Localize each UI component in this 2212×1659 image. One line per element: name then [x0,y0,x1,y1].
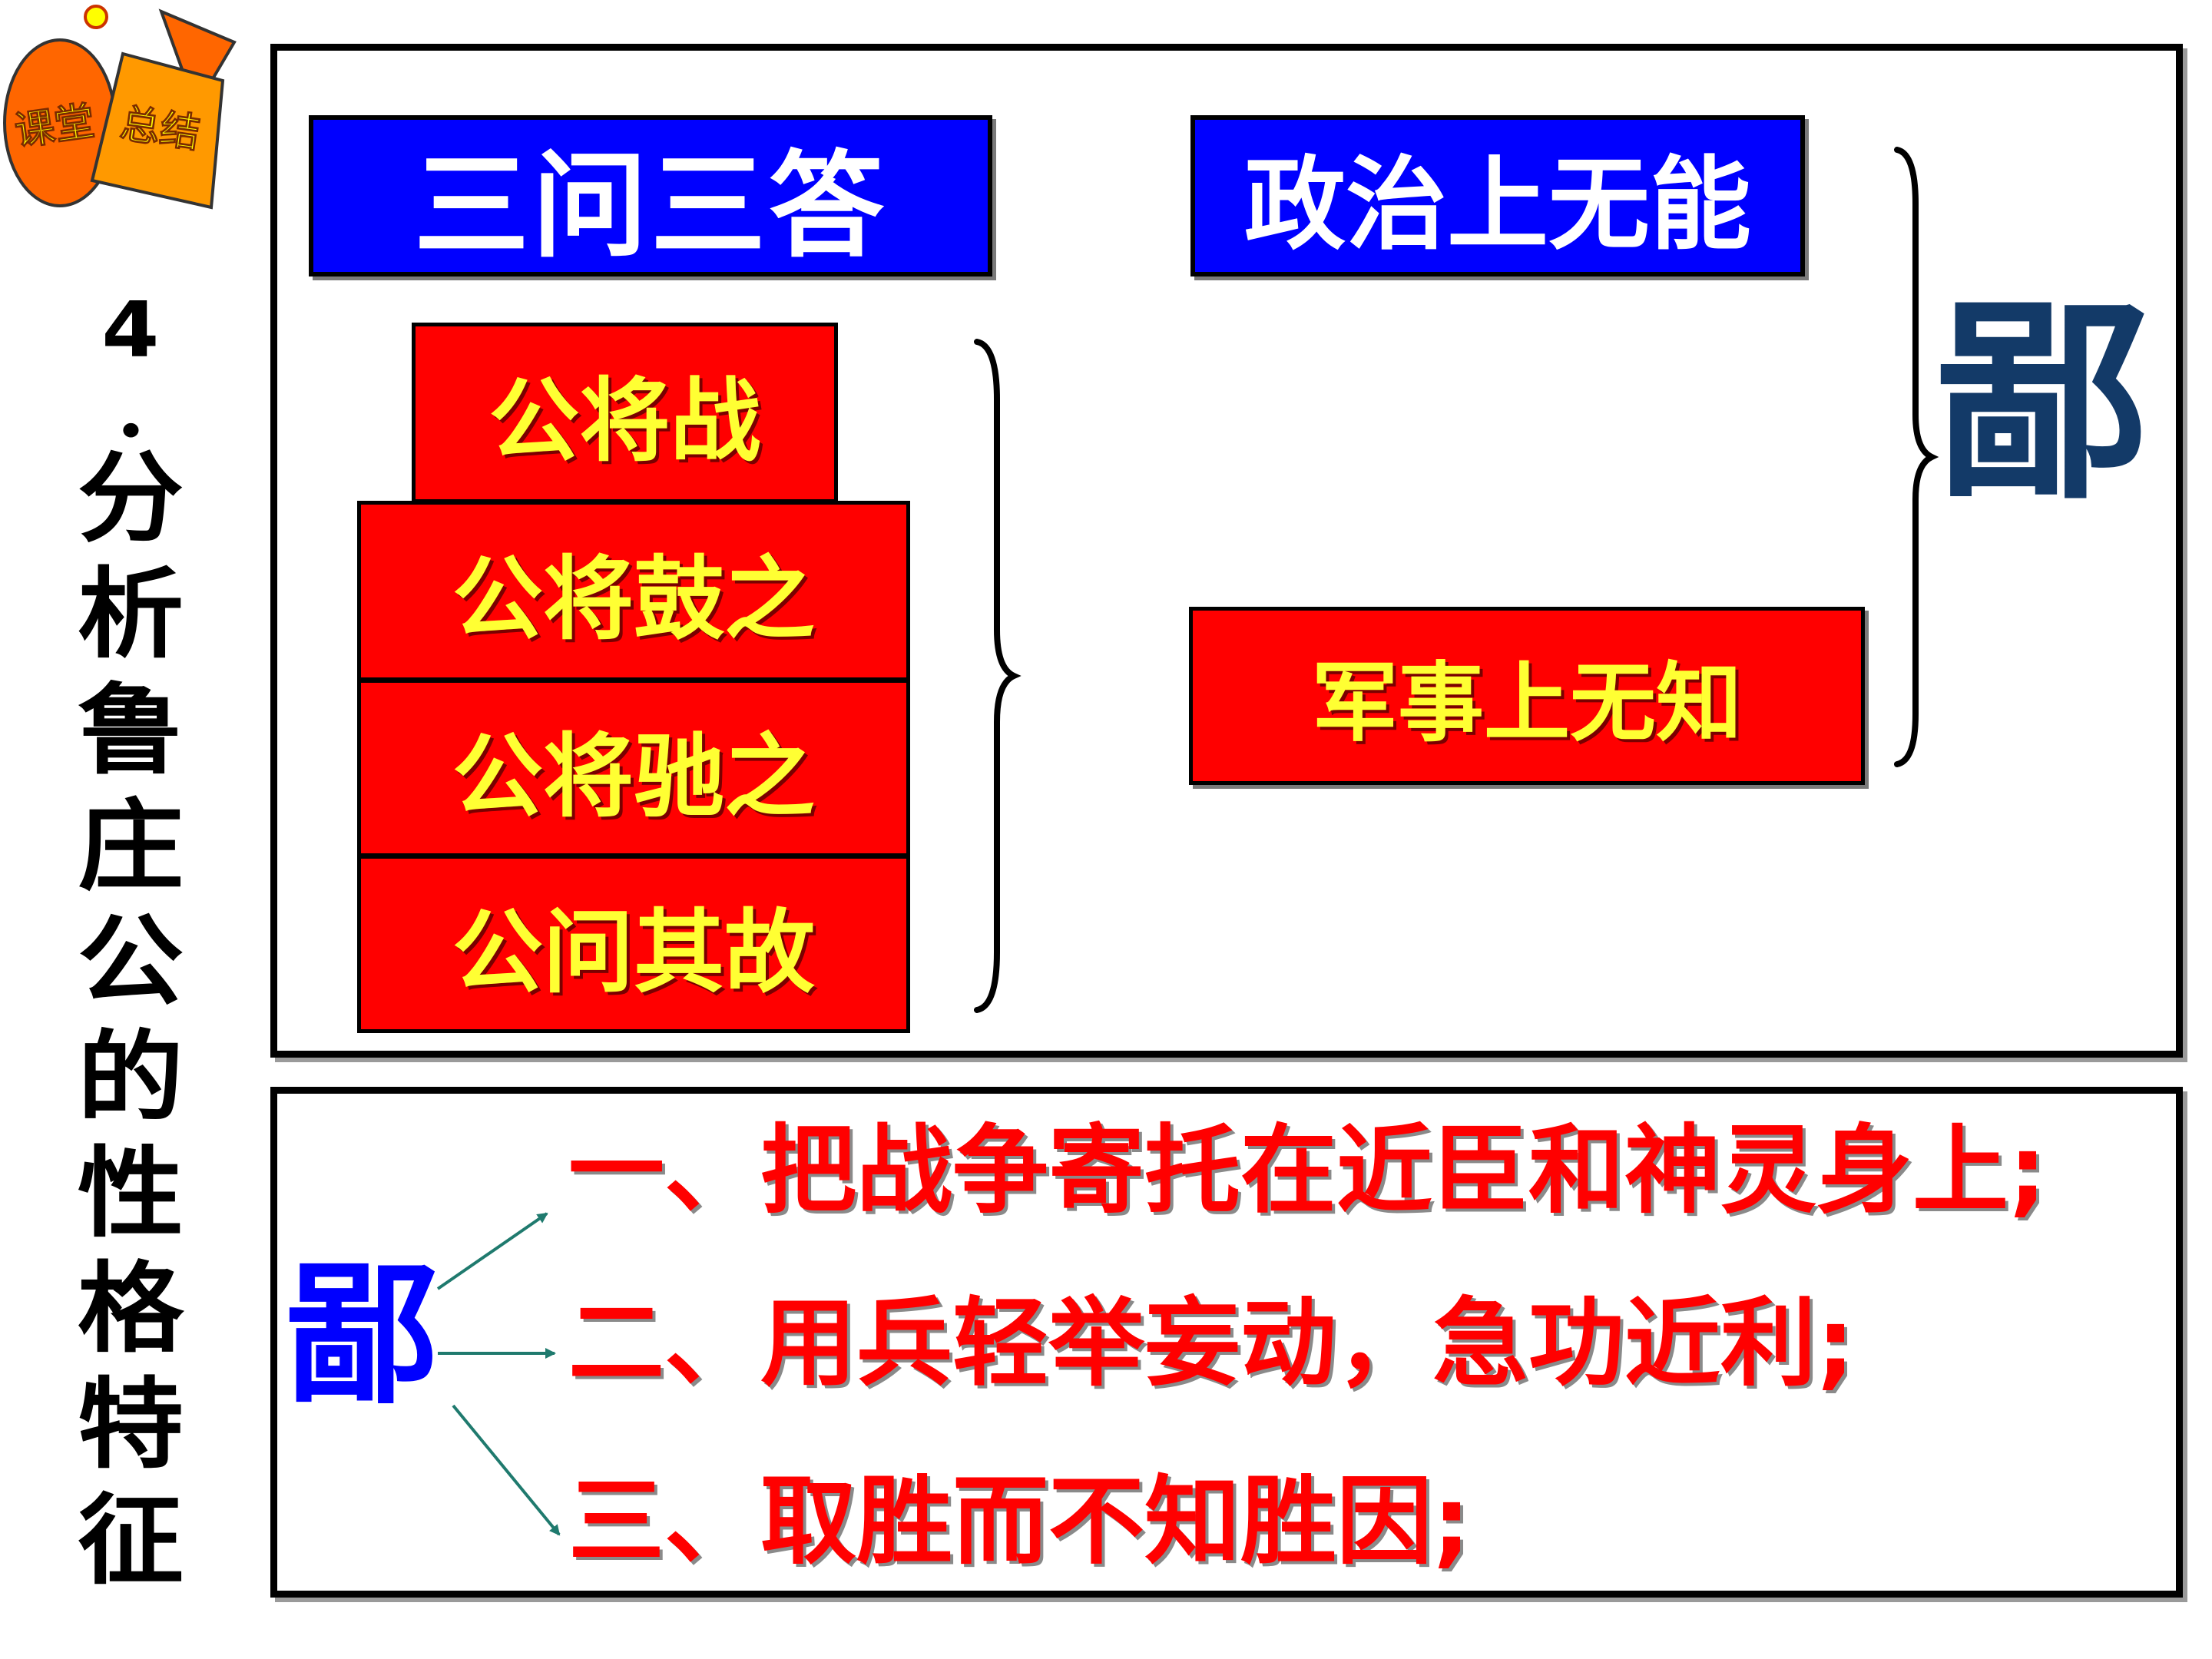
question-box: 公将战 [412,323,838,503]
brace-summary [1894,147,1939,767]
title-char: 格 [77,1251,184,1367]
header-three-questions: 三问三答 [309,115,992,276]
military-ignorance-box: 军事上无知 [1189,607,1865,785]
point-item: 三、取胜而不知胜因; [568,1466,1471,1578]
brace-questions [974,339,1022,1013]
title-char: 析 [77,557,184,673]
point-item: 一、把战争寄托在近臣和神灵身上; [568,1115,2047,1227]
title-char: 4 [101,285,160,375]
question-box: 公将鼓之 [357,501,910,681]
title-char: 庄 [77,788,184,904]
title-char: 的 [77,1020,184,1136]
title-char: 征 [77,1482,184,1598]
vertical-title: 4 . 分 析 鲁 庄 公 的 性 格 特 征 [31,292,230,1590]
question-box: 公问其故 [357,855,910,1033]
header-political-incompetence: 政治上无能 [1190,115,1805,276]
title-char: 分 [77,441,184,557]
badge-left-text: 课堂 [12,98,98,155]
arrow-point-3 [452,1404,561,1536]
title-char: 特 [77,1367,184,1483]
title-char: 鲁 [77,672,184,788]
badge-right-text: 总结 [118,101,203,157]
point-item: 二、用兵轻举妄动，急功近利; [568,1288,1855,1399]
bottom-character: 鄙 [286,1247,440,1426]
title-char: 公 [77,904,184,1020]
conclusion-frame [270,1087,2183,1598]
arrow-point-1 [436,1212,548,1290]
summary-badge: 课堂 总结 [3,5,237,210]
title-char: 性 [77,1135,184,1251]
conclusion-character: 鄙 [1936,276,2151,529]
